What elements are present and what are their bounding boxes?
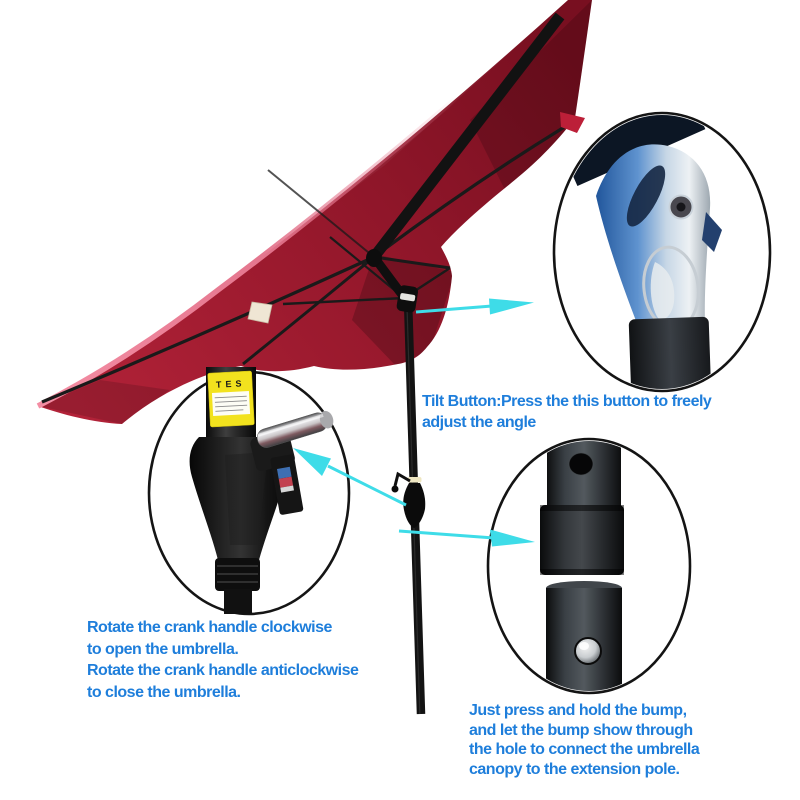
callout-pole-connector	[486, 437, 692, 695]
upper-pole	[369, 12, 565, 261]
connector-instruction-text: Just press and hold the bump, and let th…	[469, 701, 700, 779]
connector-instruction-line: Just press and hold the bump,	[469, 702, 687, 719]
crank-arrow-icon	[293, 448, 407, 507]
connector-callout-circle	[486, 437, 692, 695]
crank-instruction-line: Rotate the crank handle anticlockwise	[87, 662, 359, 679]
connector-collar	[540, 505, 624, 575]
connector-instruction-line: canopy to the extension pole.	[469, 760, 680, 778]
tilt-chrome-body	[596, 144, 711, 326]
tilt-arrow-icon	[415, 298, 534, 315]
crank-instruction-line: to close the umbrella.	[87, 683, 241, 701]
tilt-side-ear	[702, 212, 722, 252]
canopy-pink-trim	[36, 0, 570, 409]
cone-stub	[224, 589, 252, 614]
tilt-upper-sleeve	[556, 115, 706, 187]
tilt-instruction-line: Tilt Button:Press the this button to fre…	[422, 393, 712, 410]
notes-label: TES	[207, 370, 255, 428]
tilt-callout-circle	[552, 111, 772, 393]
chrome-reflection	[626, 165, 666, 227]
canopy-fabric	[38, 0, 592, 424]
tilt-lower-pole	[628, 316, 712, 389]
connector-instruction-line: the hole to connect the umbrella	[469, 741, 700, 758]
callout-arrows	[293, 298, 535, 547]
main-pole	[391, 285, 426, 715]
crank-handle-chrome	[256, 410, 334, 448]
connector-arrow-icon	[398, 529, 535, 547]
tilt-joint	[396, 285, 419, 313]
connector-hole	[569, 453, 593, 475]
tilt-instruction-line: adjust the angle	[422, 414, 536, 431]
callout-tilt-joint	[552, 111, 772, 393]
canopy-tag	[247, 301, 273, 324]
connector-instruction-line: and let the bump show through	[469, 721, 693, 739]
crank-instruction-line: to open the umbrella.	[87, 640, 239, 658]
crank-instruction-text: Rotate the crank handle clockwise to ope…	[87, 617, 359, 703]
notes-label-text: TES	[216, 378, 246, 390]
rib-hub	[366, 249, 382, 267]
crank-instruction-line: Rotate the crank handle clockwise	[87, 619, 332, 636]
umbrella-canopy	[36, 0, 592, 424]
pole-crank	[391, 471, 426, 528]
callout-crank-handle: TES	[147, 367, 351, 616]
cone-facet	[225, 452, 268, 545]
tilt-instruction-text: Tilt Button:Press the this button to fre…	[422, 391, 712, 433]
crank-side-plate	[270, 454, 304, 515]
corner-fabric-tab	[560, 112, 585, 133]
